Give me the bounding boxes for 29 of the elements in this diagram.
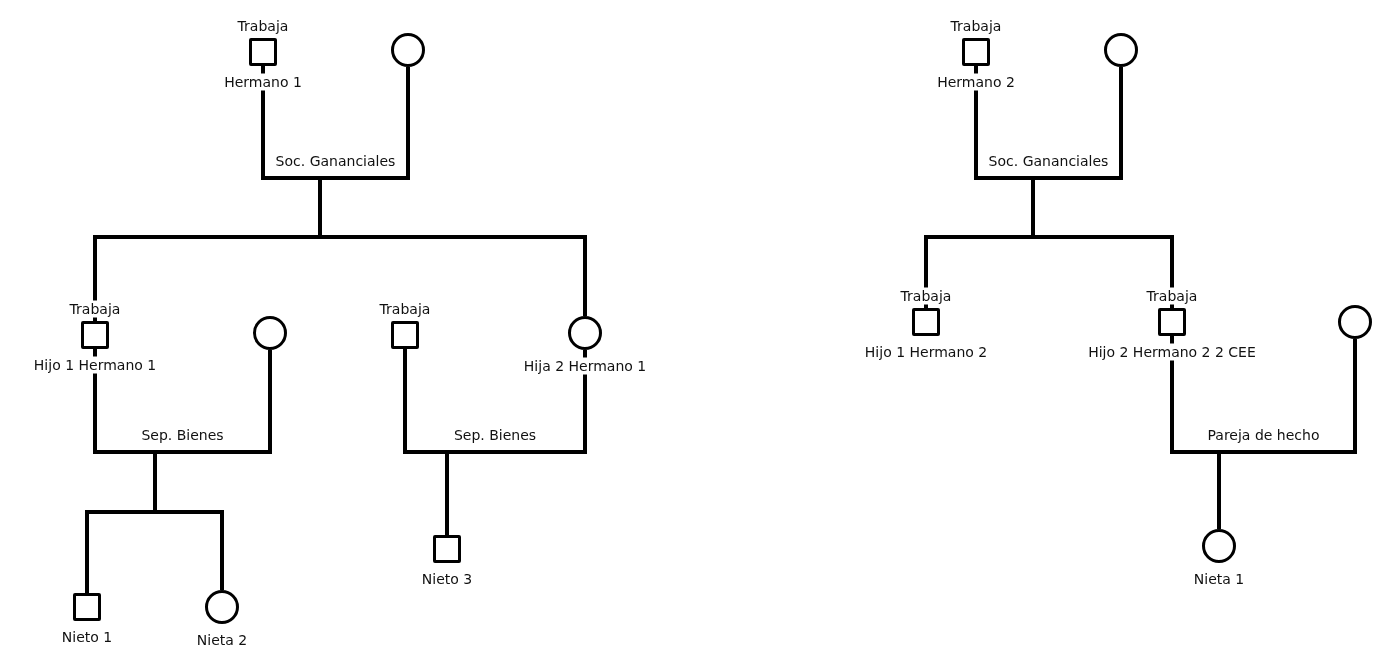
edge-label: Sep. Bienes [139,426,226,444]
female-symbol [1104,33,1138,67]
female-symbol [391,33,425,67]
female-symbol [1338,305,1372,339]
edge-label: Pareja de hecho [1205,426,1322,444]
male-symbol [73,593,101,621]
male-symbol [433,535,461,563]
person-label: Trabaja [898,287,954,305]
person-label: Trabaja [1144,287,1200,305]
male-symbol [912,308,940,336]
male-symbol [81,321,109,349]
person-label: Hermano 1 [222,73,304,91]
male-symbol [962,38,990,66]
female-symbol [1202,529,1236,563]
person-label: Trabaja [948,17,1004,35]
person-label: Hermano 2 [935,73,1017,91]
female-symbol [568,316,602,350]
male-symbol [1158,308,1186,336]
person-label: Trabaja [235,17,291,35]
relationship-line [1217,339,1357,529]
female-symbol [205,590,239,624]
female-symbol [253,316,287,350]
male-symbol [391,321,419,349]
person-label: Trabaja [67,300,123,318]
person-label: Trabaja [377,300,433,318]
person-label: Hijo 2 Hermano 2 2 CEE [1086,343,1258,361]
relationship-line [153,350,272,590]
male-symbol [249,38,277,66]
edge-label: Sep. Bienes [451,426,539,444]
